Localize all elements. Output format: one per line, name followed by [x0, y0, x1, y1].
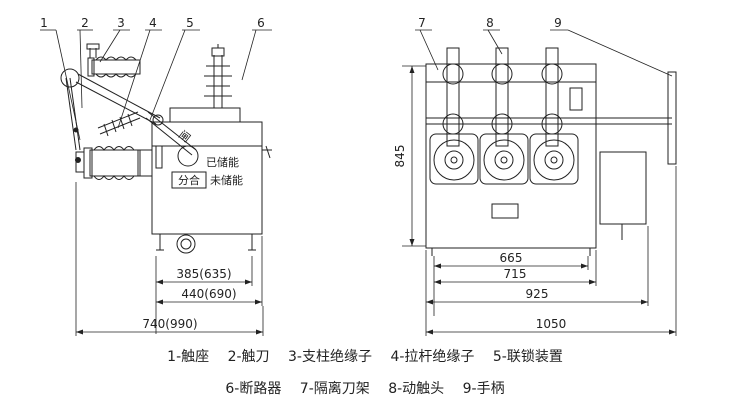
legend-item-5: 5-联锁装置 [492, 349, 563, 365]
pull-rod-insulator [97, 111, 141, 137]
dim-1050: 1050 [536, 317, 567, 331]
legend-item-6: 6-断路器 [225, 381, 282, 397]
legend-row-1: 1-触座 2-触刀 3-支柱绝缘子 4-拉杆绝缘子 5-联锁装置 [0, 346, 730, 366]
stored-energy-label: 已储能 [206, 155, 239, 169]
dim-385-635: 385(635) [176, 267, 231, 281]
callout-5: 5 [186, 16, 194, 30]
dim-925: 925 [526, 287, 549, 301]
moving-contacts [442, 47, 563, 147]
left-dimension-arrows [76, 279, 263, 335]
legend-item-2: 2-触刀 [227, 349, 270, 365]
right-dimension-arrows [409, 66, 676, 335]
callout-3: 3 [117, 16, 125, 30]
legend-item-4: 4-拉杆绝缘子 [390, 349, 475, 365]
phase-bushings [429, 133, 579, 185]
legend-item-9: 9-手柄 [462, 381, 505, 397]
right-callout-leaders [415, 29, 673, 77]
disconnector-frame [425, 63, 597, 256]
dim-715: 715 [504, 267, 527, 281]
operating-handle [596, 71, 677, 165]
legend-item-1: 1-触座 [167, 349, 210, 365]
knife-blade [60, 68, 164, 126]
hand-label: 闸 [176, 128, 193, 145]
legend-item-7: 7-隔离刀架 [299, 381, 370, 397]
contact-seat [65, 77, 81, 163]
callout-6: 6 [257, 16, 265, 30]
support-insulator-upper [86, 43, 141, 78]
dim-665: 665 [500, 251, 523, 265]
breaker-bushing [204, 44, 232, 108]
support-insulator-lower [75, 146, 153, 180]
dim-845: 845 [393, 145, 407, 168]
right-front-view [402, 29, 677, 336]
callout-7: 7 [418, 16, 426, 30]
callout-1: 1 [40, 16, 48, 30]
legend-item-3: 3-支柱绝缘子 [288, 349, 372, 365]
interlock-linkage [145, 111, 197, 156]
left-side-view [40, 29, 272, 336]
legend-row-2: 6-断路器 7-隔离刀架 8-动触头 9-手柄 [0, 378, 730, 398]
fen-he-label: 分合 [178, 173, 200, 187]
callout-8: 8 [486, 16, 494, 30]
right-dimensions [402, 65, 677, 336]
legend-item-8: 8-动触头 [388, 381, 445, 397]
callout-9: 9 [554, 16, 562, 30]
circuit-breaker-body [151, 107, 272, 254]
callout-2: 2 [81, 16, 89, 30]
not-stored-energy-label: 未储能 [210, 173, 243, 187]
left-dimensions [75, 182, 264, 336]
callout-4: 4 [149, 16, 157, 30]
dim-440-690: 440(690) [181, 287, 236, 301]
mechanism-box [569, 87, 647, 240]
dim-740-990: 740(990) [142, 317, 197, 331]
